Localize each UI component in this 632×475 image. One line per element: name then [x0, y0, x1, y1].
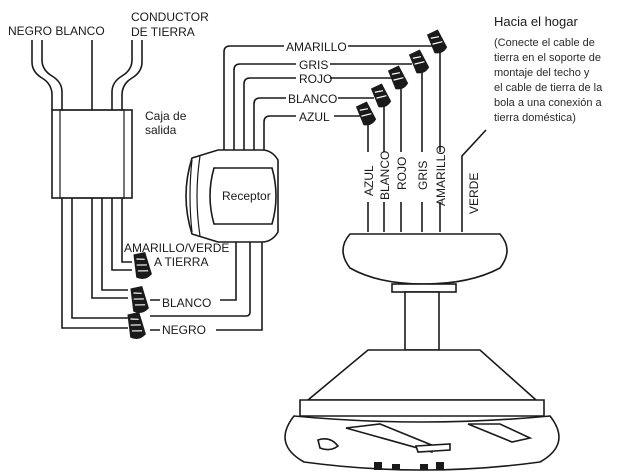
receiver-top-wires — [223, 45, 432, 150]
label-bg-blanco-conn — [160, 294, 220, 310]
fan-wire-label-rojo: ROJO — [395, 157, 409, 190]
supply-label-conductor-line1: CONDUCTOR — [131, 10, 209, 24]
fan-wire-label-amarillo: AMARILLO — [434, 145, 448, 206]
receiver-wire-label-azul: AZUL — [299, 110, 330, 124]
receiver-wire-label-blanco: BLANCO — [288, 92, 337, 106]
wire-nut-gris — [408, 49, 430, 74]
connection-label-negro: NEGRO — [162, 323, 206, 337]
receiver-wire-label-amarillo: AMARILLO — [286, 40, 347, 54]
fan-label-bg-verde — [466, 168, 482, 218]
label-bg-rojo — [296, 70, 330, 86]
receiver-label: Receptor — [222, 189, 271, 203]
fan-wire-label-azul: AZUL — [362, 165, 376, 196]
lower-wire-nuts — [127, 252, 152, 339]
wire-nut-amarillo — [426, 29, 448, 54]
receiver-wire-label-gris: GRIS — [299, 58, 328, 72]
outlet-box — [51, 109, 133, 199]
connection-label-ground-line2: A TIERRA — [154, 255, 208, 269]
note-line: (Conecte el cable de — [494, 37, 595, 49]
wire-nut-negro — [127, 312, 146, 339]
connection-label-blanco: BLANCO — [162, 296, 211, 310]
supply-label-conductor-line2: DE TIERRA — [131, 25, 195, 39]
wire-nut-blanco — [130, 286, 149, 313]
upper-wire-nuts — [355, 29, 448, 126]
supply-label-negro-blanco: NEGRO BLANCO — [8, 24, 105, 38]
wire-nut-rojo — [387, 65, 409, 90]
fan-wire-label-gris: GRIS — [416, 161, 430, 190]
ceiling-fan — [284, 233, 560, 471]
supply-wires — [31, 40, 143, 110]
receiver-wire-label-rojo: ROJO — [299, 72, 332, 86]
wire-nut-azul — [355, 101, 377, 126]
box-down-wires — [61, 198, 132, 329]
receiver — [185, 149, 279, 243]
fan-wire-label-verde: VERDE — [467, 173, 481, 214]
note-line: montaje del techo y — [494, 67, 590, 79]
note-line: tierra doméstica) — [494, 112, 576, 124]
note-line: bola a una conexión a — [494, 97, 603, 109]
label-bg-azul — [296, 108, 334, 124]
fan-wire-label-blanco: BLANCO — [378, 151, 392, 200]
note-title: Hacia el hogar — [494, 14, 578, 29]
outlet-box-label-line1: Caja de — [145, 109, 187, 123]
fan-label-bg — [360, 152, 456, 202]
label-bg-negro-conn — [160, 321, 216, 337]
label-bg-gris — [296, 56, 330, 72]
note-line: tierra en el soporte de — [494, 52, 601, 64]
connection-label-ground-line1: AMARILLO/VERDE — [124, 241, 229, 255]
outlet-box-label-line2: salida — [145, 123, 177, 137]
label-bg-blanco — [286, 90, 338, 106]
wire-nut-blanco-fan — [370, 83, 392, 108]
note-line: el cable de tierra de la — [494, 82, 603, 94]
label-bg-amarillo — [284, 38, 348, 54]
wire-nut-ground — [133, 252, 152, 279]
